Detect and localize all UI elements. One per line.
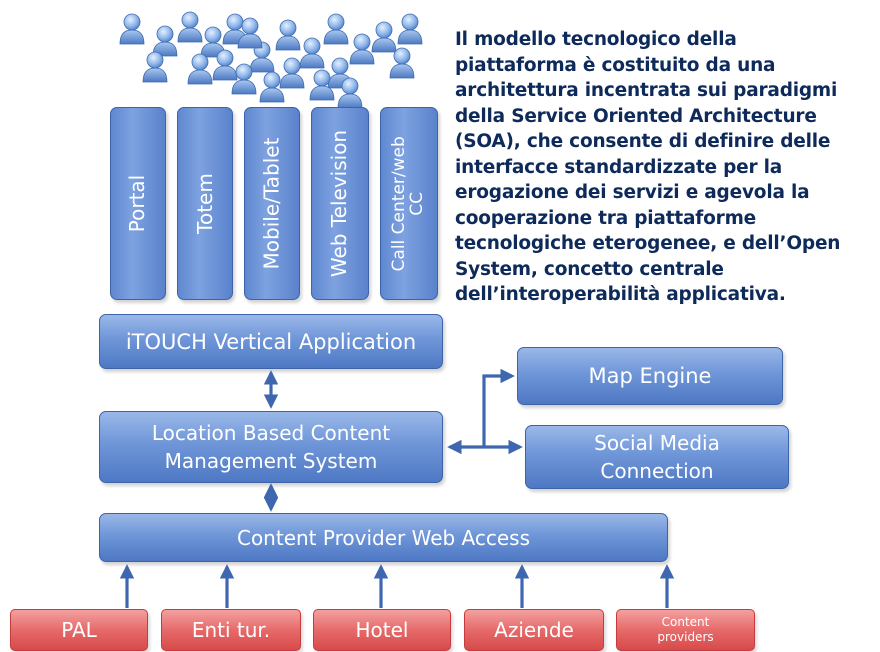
provider-label: PAL [61,618,97,642]
lbcms-label-line: Location Based Content [151,421,391,445]
description-line: erogazione dei servizi e agevola la [455,182,810,203]
description-line: piattaforma è costituito da una [455,54,776,76]
social-media-label-line: Connection [600,459,714,483]
description-line: della Service Oriented Architecture [455,105,817,127]
description-line: dell’interoperabilità applicativa. [455,284,786,305]
channel-web-television: Web Television [311,107,369,300]
description-line: cooperazione tra piattaforme [455,207,756,229]
provider-pal: PAL [10,609,148,651]
channel-portal: Portal [110,107,166,300]
description-line: Il modello tecnologico della [455,29,737,50]
content-provider-web-access-box: Content Provider Web Access [99,513,668,562]
description-line: System, concetto centrale [455,258,724,280]
provider-label: Hotel [355,618,409,642]
provider-label: Aziende [494,618,574,642]
description-line: interfacce standardizzate per la [455,156,783,178]
channel-totem: Totem [177,107,233,300]
vertical-application-box: iTOUCH Vertical Application [99,314,443,369]
social-media-label-line: Social Media [594,431,720,455]
map-engine-box: Map Engine [517,347,783,405]
lbcms-label-line: Management System [164,449,378,473]
provider-enti-tur: Enti tur. [161,609,301,651]
provider-aziende: Aziende [464,609,604,651]
provider-content-providers: Content providers [616,609,755,651]
channel-call-center: Call Center/web CC [380,107,438,300]
content-provider-web-access-label: Content Provider Web Access [236,525,531,550]
description-line: (SOA), che consente di definire delle [455,131,831,152]
arrow-to-map-engine [482,368,515,447]
provider-label-line: providers [657,630,714,644]
provider-label-line: Content [661,615,710,629]
channel-mobile-tablet: Mobile/Tablet [244,107,300,300]
lbcms-box: Location Based Content Management System [99,411,443,483]
map-engine-label: Map Engine [588,364,712,388]
provider-label: Enti tur. [191,618,271,642]
description-text: Il modello tecnologico della piattaforma… [455,27,875,308]
description-line: tecnologiche eterogenee, e dell’Open [455,233,841,254]
provider-hotel: Hotel [313,609,451,651]
description-line: architettura incentrata sui paradigmi [455,80,838,101]
social-media-box: Social Media Connection [525,425,789,489]
vertical-application-label: iTOUCH Vertical Application [125,329,417,354]
